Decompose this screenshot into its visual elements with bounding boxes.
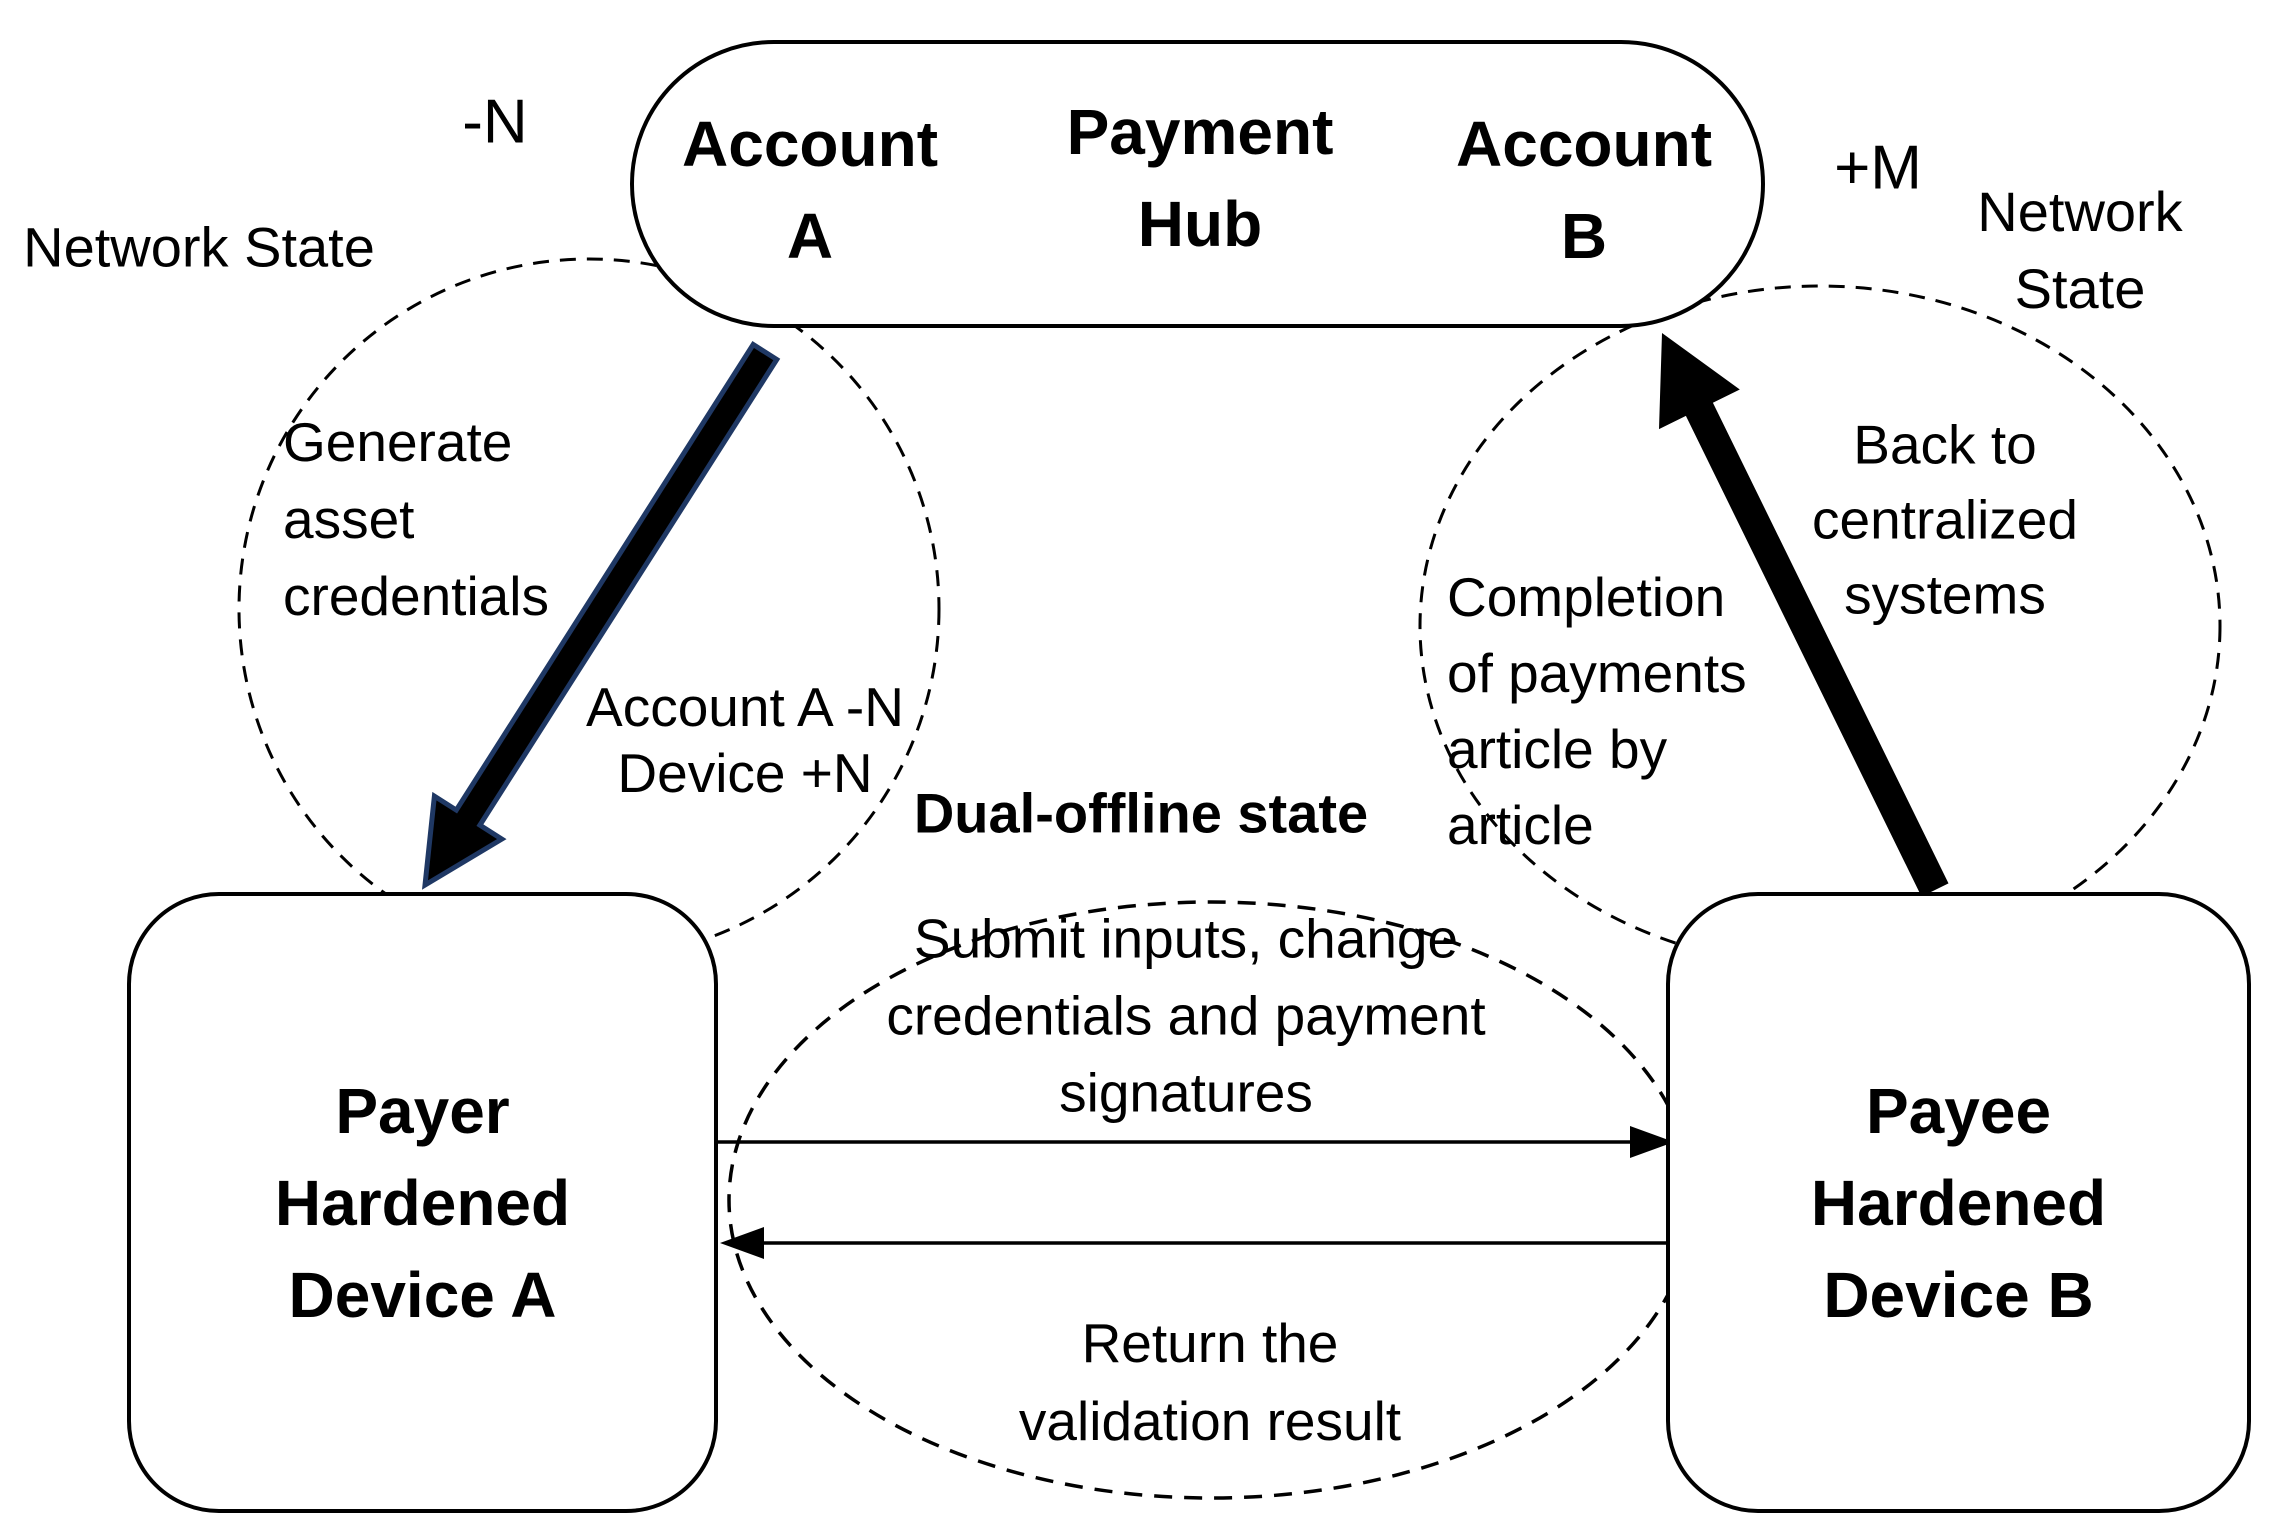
generate-credentials-label: Generate asset credentials bbox=[283, 411, 549, 627]
payee-device-node: Payee Hardened Device B bbox=[1666, 892, 2251, 1513]
payer-device-label: Payer Hardened Device A bbox=[274, 1074, 571, 1331]
dual-offline-title: Dual-offline state bbox=[913, 781, 1369, 845]
credentials-download-arrow-icon bbox=[421, 341, 781, 890]
network-state-b-title: Network State bbox=[1977, 180, 2183, 320]
payee-device-label: Payee Hardened Device B bbox=[1810, 1074, 2107, 1331]
plus-m-label: +M bbox=[1834, 133, 1922, 203]
payment-hub-label: Payment Hub bbox=[1066, 96, 1334, 260]
payer-device-node: Payer Hardened Device A bbox=[127, 892, 718, 1513]
account-b-label: Account B bbox=[1456, 108, 1712, 272]
return-arrowhead-icon bbox=[720, 1227, 764, 1259]
back-to-centralized-label: Back to centralized systems bbox=[1812, 413, 2078, 626]
account-device-delta-label: Account A -N Device +N bbox=[586, 676, 904, 804]
completion-label: Completion of payments article by articl… bbox=[1447, 566, 1747, 856]
return-result-label: Return the validation result bbox=[1018, 1312, 1402, 1452]
submit-arrowhead-icon bbox=[1630, 1126, 1674, 1158]
payment-hub-node bbox=[630, 40, 1765, 328]
settlement-upload-arrow-icon bbox=[1659, 333, 1949, 897]
minus-n-label: -N bbox=[462, 87, 528, 157]
account-a-label: Account A bbox=[682, 108, 938, 272]
network-state-a-title: Network State bbox=[23, 215, 375, 279]
submit-inputs-label: Submit inputs, change credentials and pa… bbox=[886, 907, 1486, 1124]
